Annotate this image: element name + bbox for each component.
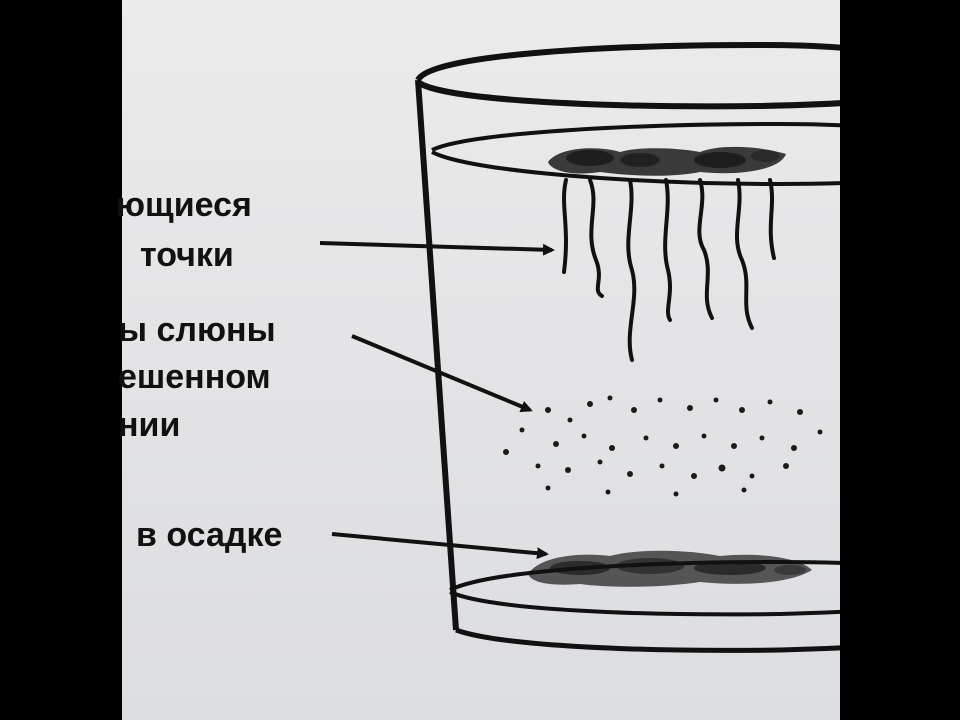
floating-clumps — [548, 146, 786, 176]
glass-rim-front — [416, 79, 840, 110]
label-top-line2: точки — [140, 236, 234, 274]
glass-base — [455, 627, 840, 653]
glass-left-wall — [415, 79, 459, 631]
label-middle-line1: ы слюны — [118, 311, 276, 349]
water-surface-back — [431, 121, 840, 152]
sediment — [528, 550, 812, 587]
label-top-line1: ющиеся — [116, 186, 252, 224]
label-middle-line3: нии — [118, 406, 181, 444]
hanging-threads — [562, 178, 776, 362]
glass-bottom-front — [449, 590, 840, 617]
suspended-particles — [503, 395, 823, 497]
arrow-bottom — [331, 532, 549, 560]
label-bottom: в осадке — [136, 516, 283, 554]
arrow-top — [319, 241, 555, 256]
glass-bottom-back — [449, 559, 840, 592]
label-middle-line2: ешенном — [118, 358, 271, 396]
water-surface-front — [431, 150, 840, 187]
glass-rim-back — [415, 41, 840, 82]
arrow-middle — [351, 334, 533, 413]
